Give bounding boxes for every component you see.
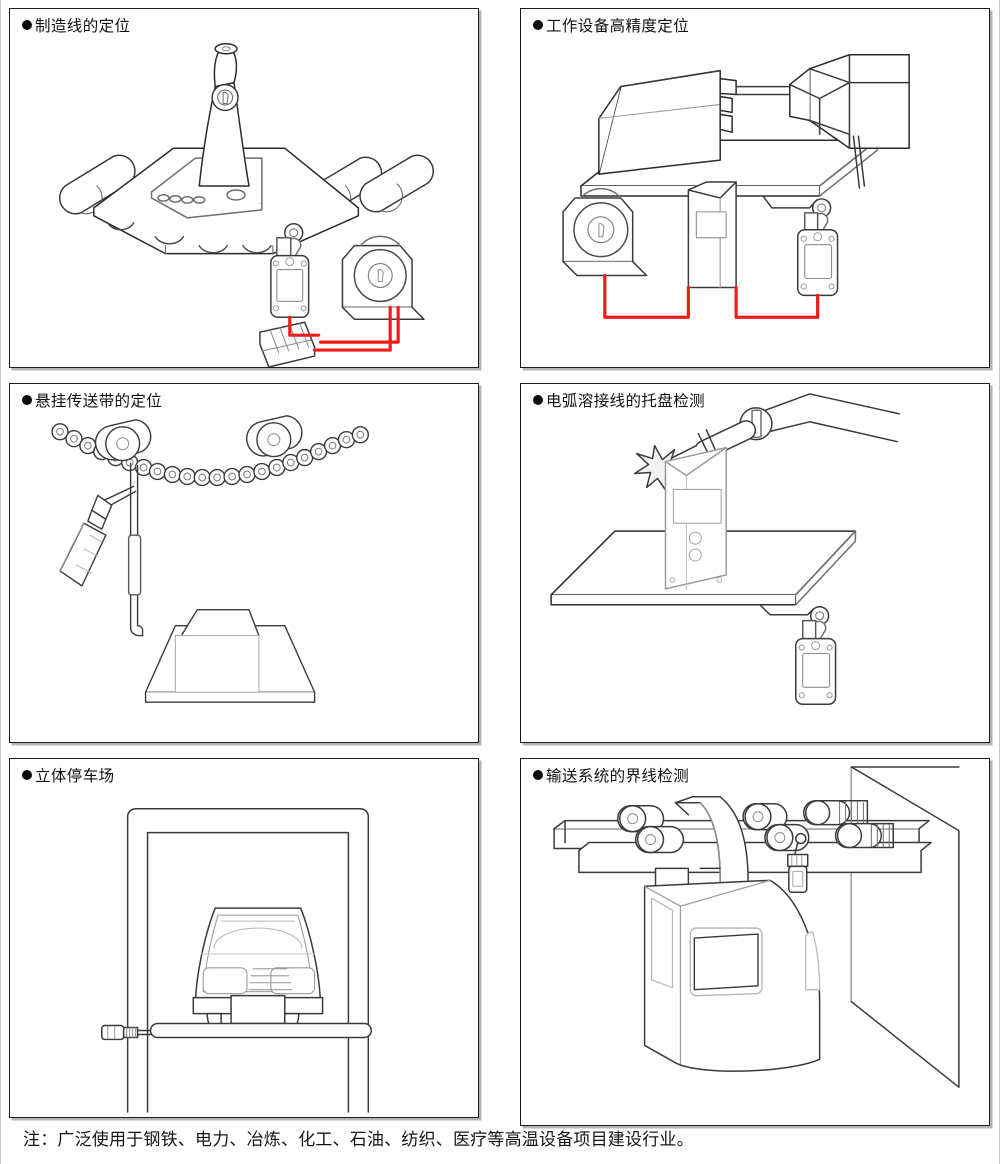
mounting-pole — [127, 462, 144, 637]
example-panel-overhead-conveyor: 悬挂传送带的定位 — [9, 383, 479, 743]
robot-arm — [198, 43, 250, 187]
hanger-arm — [654, 796, 749, 933]
bullet-icon — [22, 395, 32, 405]
panel-title: 电弧溶接线的托盘检测 — [533, 392, 705, 412]
illustration-conveying-system — [553, 766, 960, 1088]
bullet-icon — [533, 770, 543, 780]
panel-title-text: 工作设备高精度定位 — [546, 18, 690, 35]
example-panel-arc-welding-pallet-detection: 电弧溶接线的托盘检测 — [520, 383, 990, 743]
bullet-icon — [22, 770, 32, 780]
base-plate — [580, 139, 879, 197]
panel-title-text: 输送系统的界线检测 — [546, 768, 690, 785]
workpiece-base — [144, 609, 316, 703]
panel-title: 制造线的定位 — [22, 17, 130, 37]
bullet-icon — [533, 395, 543, 405]
car — [192, 907, 324, 1035]
panel-title: 工作设备高精度定位 — [533, 17, 689, 37]
terminal-block — [259, 321, 316, 367]
panel-title: 悬挂传送带的定位 — [22, 392, 162, 412]
example-panel-manufacturing-line: 制造线的定位 — [9, 8, 479, 368]
illustration-chain-conveyor — [51, 415, 370, 703]
overhead-rail — [553, 819, 932, 874]
machine-tool — [598, 53, 910, 189]
weld-spark — [633, 444, 685, 493]
panel-title: 输送系统的界线检测 — [533, 767, 689, 787]
compact-sensor — [101, 1024, 152, 1041]
red-cable — [603, 273, 820, 319]
example-panel-equipment-precision-positioning: 工作设备高精度定位 — [520, 8, 990, 368]
chain-conveyor — [51, 415, 370, 487]
illustration-manufacturing-line — [58, 43, 434, 367]
roller-lever-limit-switch — [270, 223, 310, 319]
bullet-icon — [22, 20, 32, 30]
pallet — [550, 530, 857, 606]
carrier-cabin — [643, 879, 821, 1072]
workpiece — [664, 446, 727, 590]
illustration-machine-tool — [562, 53, 910, 319]
example-panel-parking-garage: 立体停车场 — [9, 758, 479, 1118]
roller-lever-limit-switch — [759, 604, 837, 705]
trolley-hanger — [94, 415, 303, 462]
trolley-wheels — [617, 800, 894, 854]
roller-lever-limit-switch — [762, 195, 839, 297]
panel-title-text: 立体停车场 — [35, 768, 115, 785]
panel-title-text: 制造线的定位 — [35, 18, 131, 35]
illustration-arc-welding — [550, 393, 900, 705]
panel-title-text: 悬挂传送带的定位 — [35, 393, 163, 410]
station-wall — [850, 766, 960, 1088]
controller-box — [687, 181, 737, 289]
lift-platform — [149, 1022, 373, 1039]
footer-note: 注：广泛使用于钢铁、电力、冶炼、化工、石油、纺织、医疗等高温设备项目建设行业。 — [23, 1130, 694, 1149]
bullet-icon — [533, 20, 543, 30]
cable-reel — [341, 235, 425, 321]
red-cable — [288, 305, 400, 352]
work-platform — [93, 147, 360, 255]
parking-frame — [126, 807, 370, 1113]
compact-sensor — [787, 832, 809, 894]
illustration-parking-garage — [101, 807, 373, 1113]
conveyor-rollers — [58, 154, 434, 215]
example-panel-conveying-system-limit-detection: 输送系统的界线检测 — [520, 758, 990, 1126]
panel-title-text: 电弧溶接线的托盘检测 — [546, 393, 706, 410]
cable-reel — [562, 187, 648, 277]
panel-title: 立体停车场 — [22, 767, 115, 787]
sensor-head — [59, 485, 137, 587]
